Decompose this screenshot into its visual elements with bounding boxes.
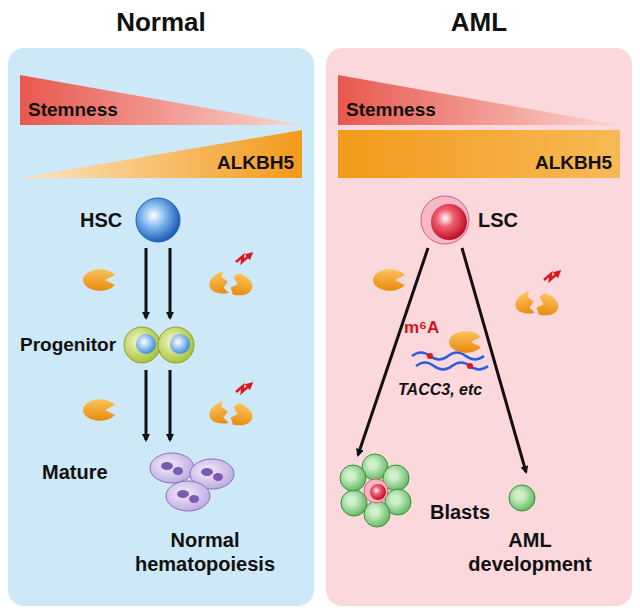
cell-label: Progenitor: [20, 333, 116, 357]
gradient-label: Stemness: [346, 99, 436, 121]
stemness-wedge: Stemness: [338, 75, 620, 125]
gradient-label: Stemness: [28, 99, 118, 121]
progenitor-cells: [124, 327, 194, 363]
arrow: [145, 248, 148, 318]
arrow: [145, 370, 148, 440]
mature-cells: [150, 453, 234, 511]
alkbh5-protein: [83, 399, 115, 421]
cell-label: Mature: [42, 460, 108, 484]
normal-panel-ground: [8, 48, 314, 606]
blast-cluster: [340, 454, 411, 527]
arrow: [169, 370, 172, 440]
alkbh5-protein: [449, 331, 481, 353]
normal-panel: NormalStemnessALKBH5: [8, 48, 314, 606]
broken-alkbh5: [207, 401, 255, 429]
arrow: [358, 248, 428, 455]
stemness-wedge: Stemness: [20, 75, 302, 125]
alkbh5-wedge: ALKBH5: [20, 130, 302, 178]
broken-alkbh5: [513, 291, 561, 319]
rna-strands: [412, 353, 488, 370]
lightning: [236, 384, 251, 392]
panel-title: AML: [326, 6, 632, 38]
modification-label: m⁶A: [404, 316, 439, 340]
broken-alkbh5: [207, 271, 255, 299]
alkbh5-protein: [83, 269, 115, 291]
hsc-cell: [136, 198, 180, 242]
lsc-cell: [421, 196, 469, 244]
arrow: [169, 248, 172, 318]
alkbh5-protein: [373, 269, 405, 291]
gene-label: TACC3, etc: [398, 378, 482, 402]
outcome-label: Normal hematopoiesis: [120, 528, 290, 576]
gradient-label: ALKBH5: [535, 152, 612, 174]
lightning: [236, 254, 251, 262]
lightning: [544, 272, 559, 280]
alkbh5-band: ALKBH5: [338, 130, 620, 178]
cell-label: Blasts: [430, 500, 490, 524]
outcome-label: AML development: [450, 528, 610, 576]
cell-label: HSC: [80, 208, 122, 232]
aml-panel-ground: [326, 48, 632, 606]
cell-label: LSC: [478, 208, 518, 232]
panel-title: Normal: [8, 6, 314, 38]
gradient-label: ALKBH5: [217, 152, 294, 174]
blast-cell: [509, 485, 535, 511]
